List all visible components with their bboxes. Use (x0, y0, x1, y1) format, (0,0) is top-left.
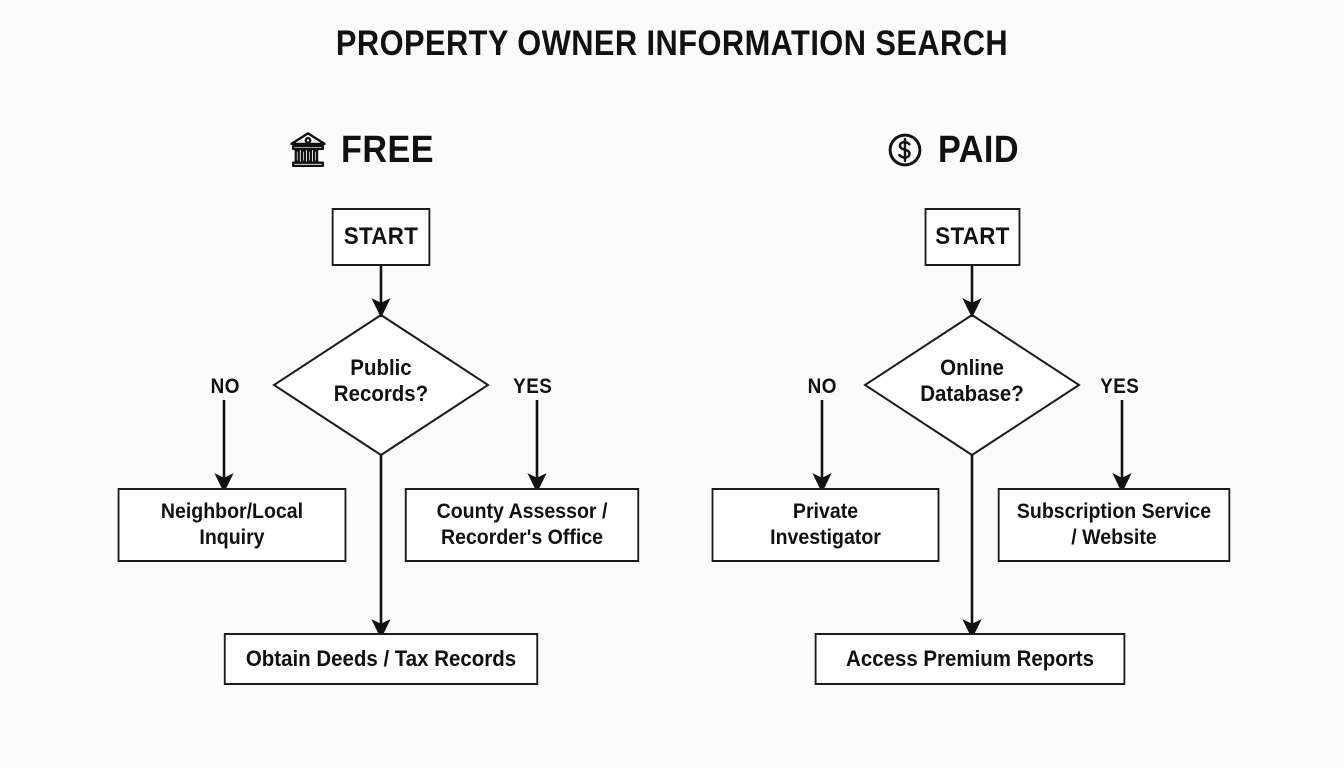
process-node-neighbor-local-inquiry[interactable]: Neighbor/Local Inquiry (117, 488, 347, 562)
dollar-circle-icon (888, 133, 922, 167)
process-node-private-investigator[interactable]: Private Investigator (711, 488, 940, 562)
decision-label-free: Public Records? (333, 355, 429, 407)
process-node-subscription-service[interactable]: Subscription Service / Website (997, 488, 1231, 562)
section-label-paid: PAID (938, 128, 1019, 171)
outcome-node-obtain-deeds[interactable]: Obtain Deeds / Tax Records (223, 633, 539, 685)
edge-label-yes-free: YES (513, 375, 553, 398)
section-header-free: FREE (287, 124, 444, 176)
edge-label-no-free: NO (210, 375, 240, 398)
process-node-county-assessor[interactable]: County Assessor / Recorder's Office (404, 488, 640, 562)
outcome-node-access-premium-reports[interactable]: Access Premium Reports (814, 633, 1126, 685)
bank-building-icon (290, 132, 326, 167)
edge-label-yes-paid: YES (1100, 375, 1140, 398)
start-node-paid[interactable]: START (924, 208, 1021, 266)
edge-label-no-paid: NO (807, 375, 837, 398)
page-title: PROPERTY OWNER INFORMATION SEARCH (335, 24, 1009, 63)
decision-label-paid: Online Database? (920, 355, 1024, 407)
start-node-free[interactable]: START (331, 208, 431, 266)
section-label-free: FREE (341, 128, 435, 171)
section-header-paid: PAID (884, 124, 1028, 176)
